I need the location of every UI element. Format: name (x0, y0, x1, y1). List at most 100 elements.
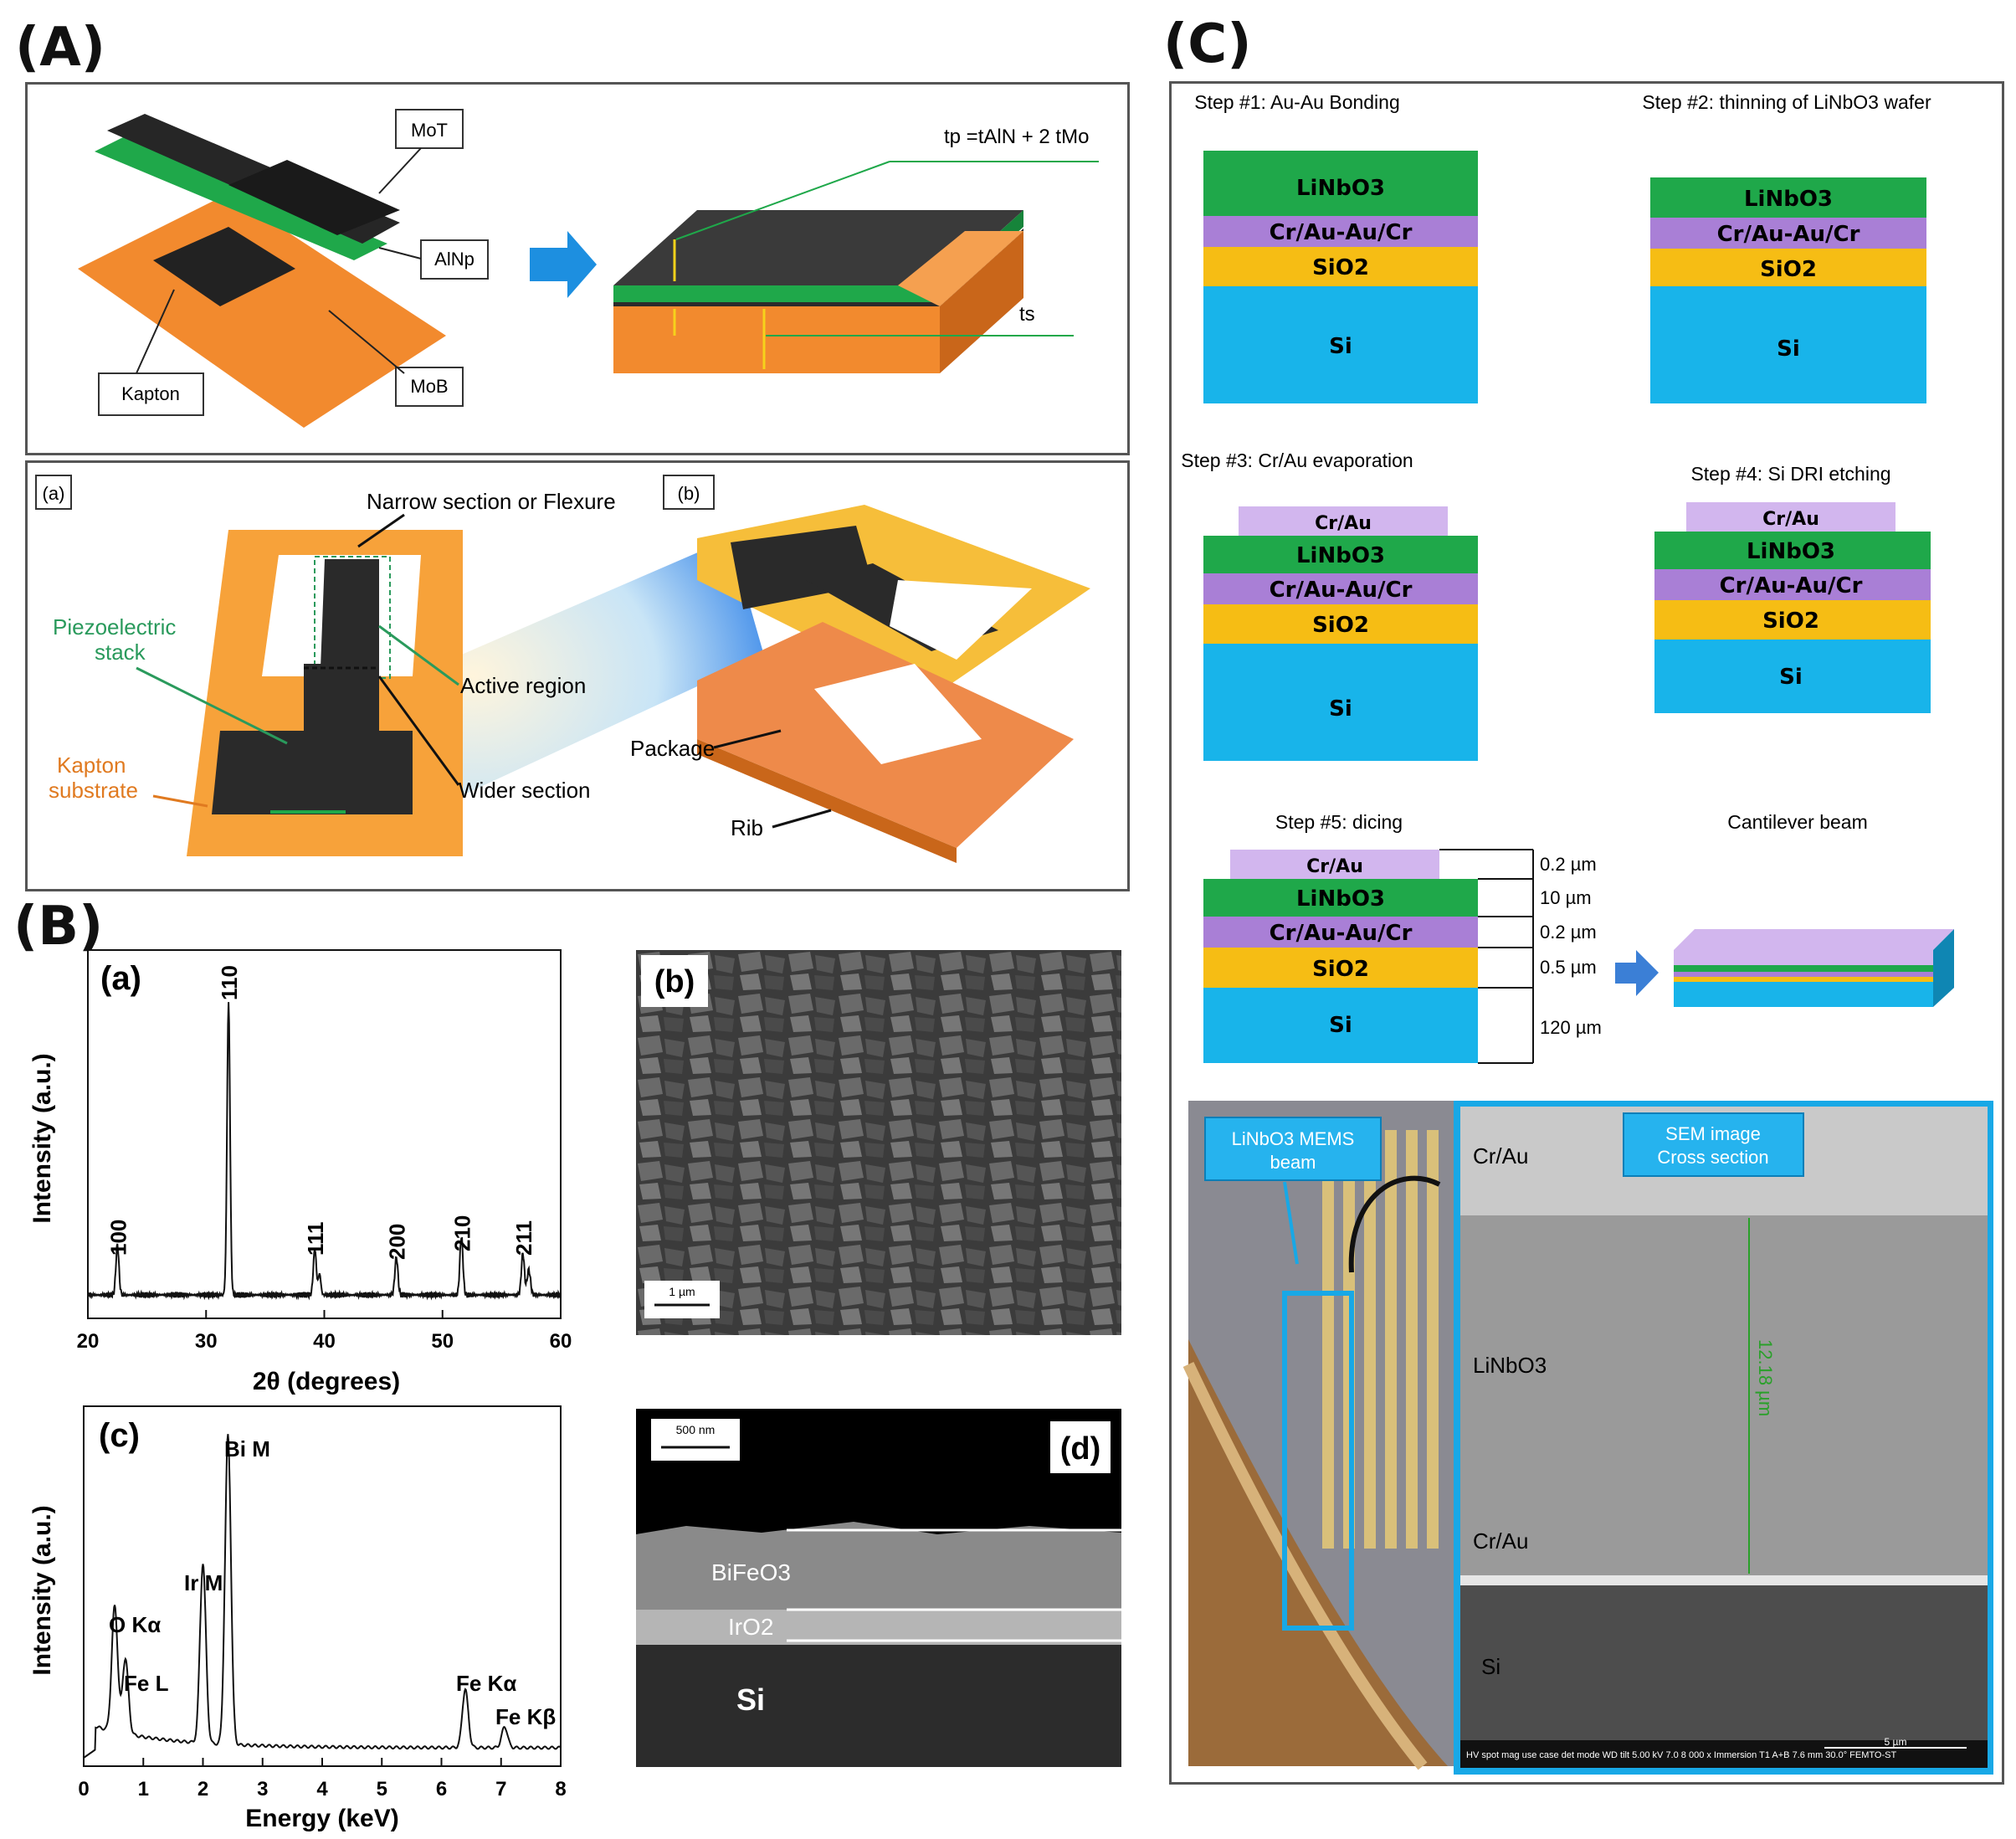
panel-label-b: (B) (13, 896, 104, 958)
substrate-front (613, 306, 940, 373)
step1-title: Step #1: Au-Au Bonding (1194, 91, 1400, 113)
sem-surface-image: (b) 1 µm (636, 950, 1121, 1335)
peak-bi-m: Bi M (224, 1436, 270, 1461)
sub-label-a: (a) (43, 483, 65, 504)
package-label: Package (630, 736, 715, 761)
mo-bottom-layer (153, 227, 295, 306)
svg-text:SiO2: SiO2 (1312, 957, 1369, 982)
iro2-layer (636, 1610, 1121, 1645)
eds-xtick-label: 5 (377, 1778, 387, 1800)
sub-label-b: (b) (678, 483, 700, 504)
peak-ir-m: Ir M (184, 1570, 223, 1595)
panel-a-bottom: (a) (b) Narrow section or Flexure Piezoe… (25, 460, 1130, 891)
sem-measure: 12.18 µm (1755, 1339, 1776, 1416)
xrd-xtick-label: 50 (431, 1330, 454, 1353)
step3-stack: Cr/Au LiNbO3 Cr/Au-Au/Cr SiO2 Si (1203, 506, 1478, 761)
exploded-stack-diagram: MoT AlNp MoB Kapton tp =tAlN + 2 tMo ts (78, 109, 1099, 428)
dim-si: 120 µm (1540, 1017, 1602, 1038)
step1-stack: LiNbO3 Cr/Au-Au/Cr SiO2 Si (1203, 151, 1478, 403)
zoom-glow (421, 538, 764, 814)
peak-fe-kb: Fe Kβ (495, 1704, 556, 1729)
panel-a-top: MoT AlNp MoB Kapton tp =tAlN + 2 tMo ts (25, 82, 1130, 455)
sem-surface-sublabel: (b) (654, 964, 695, 999)
peak-o-ka: O Kα (109, 1612, 161, 1637)
xrd-ylabel: Intensity (a.u.) (28, 1053, 56, 1223)
kapton-sheet (78, 193, 446, 428)
bifeo3-label: BiFeO3 (711, 1559, 791, 1585)
xrd-trace (87, 1002, 562, 1301)
dim-sio2: 0.5 µm (1540, 957, 1597, 978)
xrd-xtick-label: 30 (195, 1330, 218, 1353)
linbo3-sem-layer (1460, 1215, 1988, 1575)
xrd-xtick-label: 40 (313, 1330, 336, 1353)
panel-label-c: (C) (1163, 13, 1252, 75)
sem-crau-top: Cr/Au (1473, 1143, 1528, 1169)
sem-cross-sublabel: (d) (1060, 1431, 1101, 1467)
active-region-label: Active region (460, 673, 586, 698)
svg-text:Cr/Au-Au/Cr: Cr/Au-Au/Cr (1270, 220, 1413, 245)
sem-crau-bottom: Cr/Au (1473, 1528, 1528, 1554)
photo-panel: LiNbO3 MEMS beam (1182, 1101, 1456, 1770)
eds-axes (83, 1405, 562, 1767)
svg-text:Cr/Au: Cr/Au (1762, 509, 1819, 530)
wider-section-block (212, 731, 413, 814)
eds-xtick-label: 7 (495, 1778, 506, 1800)
eds-xtick-label: 1 (138, 1778, 149, 1800)
si-substrate (636, 1645, 1121, 1767)
bifeo3-layer (636, 1522, 1121, 1610)
svg-text:LiNbO3: LiNbO3 (1744, 187, 1833, 212)
sem-crosssection: SEM image Cross section Cr/Au LiNbO3 Cr/… (1454, 1101, 1993, 1775)
eds-trace (83, 1434, 562, 1759)
sem-footer-text: HV spot mag use case det mode WD tilt 5.… (1466, 1750, 1896, 1760)
sem-label-1: SEM image (1665, 1123, 1761, 1144)
tp-equation: tp =tAlN + 2 tMo (944, 126, 1089, 148)
beam-highlight-box (1282, 1291, 1354, 1631)
mob-label: MoB (410, 376, 448, 397)
xrd-peak-label: 211 (511, 1220, 536, 1256)
si-label: Si (736, 1682, 765, 1717)
panel-label-a: (A) (15, 17, 106, 79)
arrow-right-icon (530, 231, 597, 298)
fabrication-steps-diagram: Step #1: Au-Au Bonding Step #2: thinning… (1181, 91, 1993, 1775)
aln-layer (95, 135, 387, 260)
device-schematic: (a) (b) Narrow section or Flexure Piezoe… (35, 475, 1090, 863)
xrd-xlabel: 2θ (degrees) (253, 1368, 400, 1395)
xrd-peak-label: 111 (303, 1221, 328, 1256)
peak-fe-ka: Fe Kα (456, 1671, 516, 1696)
eds-xtick-label: 3 (257, 1778, 268, 1800)
svg-text:SiO2: SiO2 (1312, 613, 1369, 638)
svg-text:SiO2: SiO2 (1760, 257, 1817, 282)
svg-text:LiNbO3: LiNbO3 (1296, 886, 1385, 912)
sem-cross-scale: 500 nm (676, 1423, 716, 1436)
xrd-sublabel: (a) (100, 960, 141, 997)
dim-craucr: 0.2 µm (1540, 922, 1597, 943)
eds-xtick-label: 2 (197, 1778, 208, 1800)
sem-scalebar-label: 5 µm (1885, 1736, 1907, 1748)
peak-fe-l: Fe L (124, 1671, 169, 1696)
cantilever-title: Cantilever beam (1727, 811, 1867, 833)
active-region-beam (321, 559, 379, 668)
mot-label: MoT (411, 120, 448, 141)
eds-xlabel: Energy (keV) (245, 1805, 398, 1832)
step2-stack: LiNbO3 Cr/Au-Au/Cr SiO2 Si (1650, 177, 1926, 403)
step2-title: Step #2: thinning of LiNbO3 wafer (1642, 91, 1931, 113)
ts-label: ts (1019, 303, 1035, 326)
rib-label: Rib (731, 815, 763, 840)
piezo-label-2: stack (95, 640, 146, 665)
cantilever-beam-3d (1674, 929, 1954, 1007)
panel-c: Step #1: Au-Au Bonding Step #2: thinning… (1169, 81, 2004, 1785)
wider-section-label: Wider section (459, 778, 591, 803)
eds-xtick-label: 8 (555, 1778, 566, 1800)
mems-label-2: beam (1270, 1152, 1316, 1173)
sem-cross-image: 500 nm (d) BiFeO3 IrO2 Si (636, 1409, 1121, 1767)
piezo-label-1: Piezoelectric (53, 614, 176, 640)
svg-text:SiO2: SiO2 (1762, 609, 1819, 634)
iro2-label: IrO2 (728, 1614, 773, 1640)
alnp-label: AlNp (434, 249, 475, 270)
xrd-axes (87, 949, 562, 1319)
step4-stack: Cr/Au LiNbO3 Cr/Au-Au/Cr SiO2 Si (1654, 502, 1931, 713)
kapton-label: Kapton (121, 383, 180, 404)
dim-crau: 0.2 µm (1540, 854, 1597, 875)
